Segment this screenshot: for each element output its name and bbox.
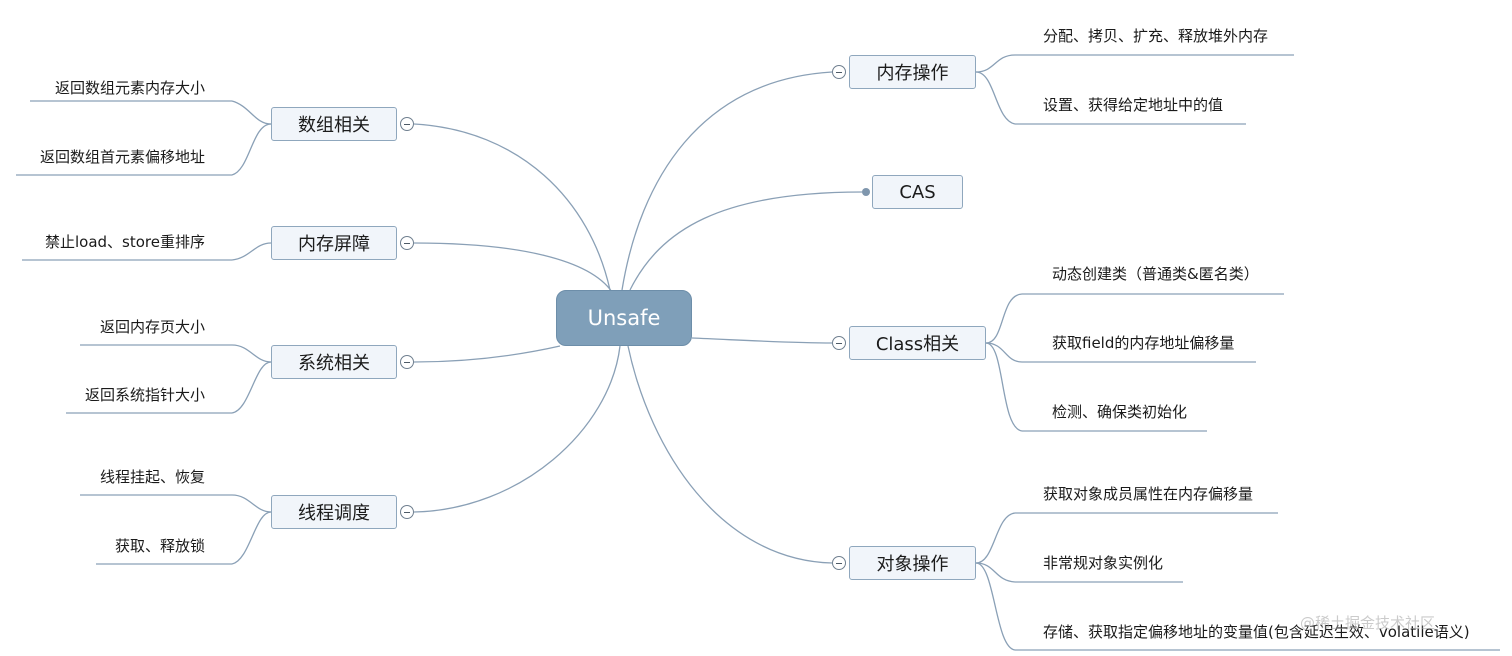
collapse-icon[interactable] (832, 556, 846, 570)
branch-system[interactable]: 系统相关 (271, 345, 397, 379)
connector-line (231, 123, 272, 176)
leaf-pointer-size[interactable]: 返回系统指针大小 (84, 386, 205, 404)
connector-line (975, 54, 1016, 73)
leaf-allocate-instance[interactable]: 非常规对象实例化 (1043, 554, 1164, 572)
connector-line (975, 562, 1016, 651)
leaf-load-store-reorder[interactable]: 禁止load、store重排序 (45, 233, 205, 251)
leaf-ensure-class-init[interactable]: 检测、确保类初始化 (1052, 403, 1188, 421)
collapse-icon[interactable] (832, 336, 846, 350)
connector-line (231, 100, 272, 125)
branch-array[interactable]: 数组相关 (271, 107, 397, 141)
connector-line (985, 293, 1023, 344)
connector-dot-icon (862, 188, 870, 196)
leaf-field-offset[interactable]: 获取field的内存地址偏移量 (1052, 334, 1235, 352)
collapse-icon[interactable] (400, 505, 414, 519)
branch-thread-scheduling[interactable]: 线程调度 (271, 495, 397, 529)
connector-line (627, 345, 833, 564)
leaf-array-element-size[interactable]: 返回数组元素内存大小 (54, 79, 205, 97)
leaf-object-field-offset[interactable]: 获取对象成员属性在内存偏移量 (1043, 485, 1254, 503)
branch-object-ops[interactable]: 对象操作 (849, 546, 976, 580)
connector-line (985, 342, 1023, 363)
connector-line (231, 494, 272, 513)
connector-line (413, 345, 561, 363)
branch-class[interactable]: Class相关 (849, 326, 986, 360)
connector-line (231, 344, 272, 363)
watermark: @稀土掘金技术社区 (1300, 614, 1436, 632)
connector-line (975, 562, 1016, 583)
central-node[interactable]: Unsafe (556, 290, 692, 346)
connector-line (629, 191, 863, 291)
leaf-array-base-offset[interactable]: 返回数组首元素偏移地址 (39, 148, 205, 166)
collapse-icon[interactable] (400, 117, 414, 131)
leaf-thread-park-unpark[interactable]: 线程挂起、恢复 (99, 468, 205, 486)
leaf-offheap-memory[interactable]: 分配、拷贝、扩充、释放堆外内存 (1043, 27, 1269, 45)
connector-line (231, 361, 272, 414)
collapse-icon[interactable] (400, 236, 414, 250)
connector-line (413, 242, 613, 293)
connector-line (413, 345, 621, 513)
connector-line (621, 71, 833, 291)
connector-line (691, 337, 833, 344)
collapse-icon[interactable] (832, 65, 846, 79)
branch-memory-barrier[interactable]: 内存屏障 (271, 226, 397, 260)
connector-line (975, 512, 1016, 564)
branch-cas[interactable]: CAS (872, 175, 963, 209)
branch-memory-ops[interactable]: 内存操作 (849, 55, 976, 89)
leaf-acquire-release-lock[interactable]: 获取、释放锁 (114, 537, 205, 555)
leaf-put-get-offset-value[interactable]: 存储、获取指定偏移地址的变量值(包含延迟生效、volatile语义) (1043, 623, 1470, 641)
leaf-page-size[interactable]: 返回内存页大小 (99, 318, 205, 336)
connector-line (231, 242, 272, 261)
connector-line (231, 511, 272, 565)
connector-line (985, 342, 1023, 432)
connector-line (413, 123, 611, 291)
leaf-get-set-address-value[interactable]: 设置、获得给定地址中的值 (1043, 96, 1224, 114)
collapse-icon[interactable] (400, 355, 414, 369)
leaf-define-class[interactable]: 动态创建类（普通类&匿名类） (1052, 265, 1259, 283)
connector-line (975, 71, 1016, 125)
